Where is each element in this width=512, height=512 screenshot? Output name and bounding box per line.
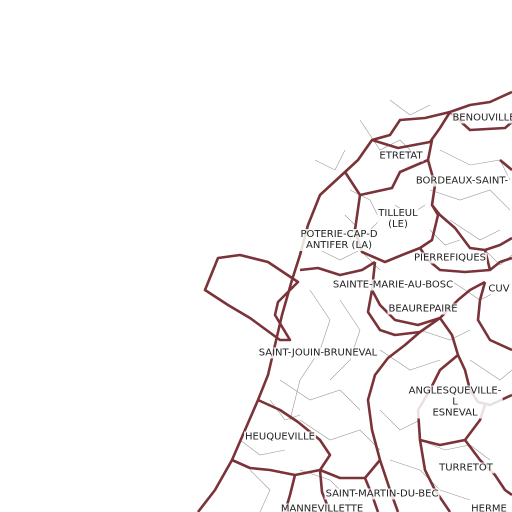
label-saint-jouin-bruneval: SAINT-JOUIN-BRUNEVAL <box>257 347 379 359</box>
label-poterie-line-1: POTERIE-CAP-D <box>300 229 378 240</box>
label-pierrefiques: PIERREFIQUES <box>412 252 488 264</box>
label-anglesqueville-line-2: ESNEVAL <box>432 407 478 419</box>
label-anglesqueville-line-1: ANGLESQUEVILLE-L <box>408 385 502 408</box>
commune-borders <box>196 90 512 512</box>
label-benouville: BENOUVILLE <box>451 112 512 124</box>
label-saint-martin-du-bec: SAINT-MARTIN-DU-BEC <box>324 488 440 500</box>
label-sainte-marie-au-bosc: SAINTE-MARIE-AU-BOSC <box>331 279 455 291</box>
label-tilleul-line-2: (LE) <box>388 219 408 230</box>
label-heuqueville: HEUQUEVILLE <box>244 431 316 443</box>
label-anglesqueville: ANGLESQUEVILLE-L ESNEVAL <box>407 385 503 419</box>
label-poterie-line-2: ANTIFER (LA) <box>305 240 373 251</box>
label-herme: HERME <box>470 503 508 512</box>
label-turretot: TURRETOT <box>438 462 494 474</box>
label-etretat: ETRETAT <box>378 150 424 162</box>
label-mannevillette: MANNEVILLETTE <box>279 503 365 512</box>
label-beaurepaire: BEAUREPAIRE <box>387 303 459 315</box>
label-bordeaux: BORDEAUX-SAINT- <box>414 175 510 187</box>
label-poterie-cap-antifer: POTERIE-CAP-D ANTIFER (LA) <box>299 229 379 251</box>
label-cuv: CUV <box>487 283 511 295</box>
label-tilleul: TILLEUL (LE) <box>377 208 419 230</box>
label-tilleul-line-1: TILLEUL <box>378 208 418 219</box>
